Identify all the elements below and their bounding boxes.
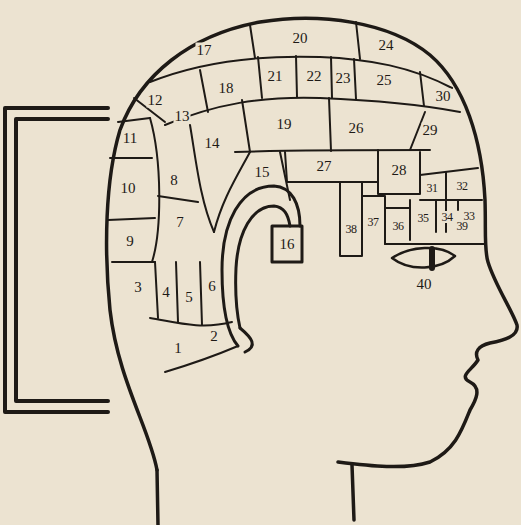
callout-number: 13	[174, 109, 191, 124]
callout-number: 8	[169, 173, 179, 188]
callout-number: 40	[416, 277, 433, 292]
callout-number: 14	[204, 136, 221, 151]
callout-number: 32	[456, 180, 469, 192]
callout-number: 9	[125, 234, 135, 249]
callout-number: 15	[254, 165, 271, 180]
callout-number: 6	[207, 279, 217, 294]
callout-number: 35	[417, 212, 430, 224]
callout-number: 17	[196, 43, 213, 58]
callout-number: 2	[209, 329, 219, 344]
callout-number: 38	[345, 223, 358, 235]
callout-number: 5	[184, 290, 194, 305]
callout-number: 23	[335, 71, 352, 86]
callout-number: 39	[456, 220, 469, 232]
callout-number: 7	[175, 215, 185, 230]
callout-number: 34	[441, 211, 454, 223]
callout-number: 21	[267, 69, 284, 84]
callout-number: 12	[147, 93, 164, 108]
callout-number: 27	[316, 159, 333, 174]
callout-number: 37	[367, 216, 380, 228]
callout-number: 19	[276, 117, 293, 132]
callout-number: 10	[120, 181, 137, 196]
callout-number: 11	[122, 131, 138, 146]
callout-number: 16	[279, 237, 296, 252]
callout-number: 3	[133, 280, 143, 295]
callout-number: 18	[218, 81, 235, 96]
callout-number: 20	[292, 31, 309, 46]
callout-number: 26	[348, 121, 365, 136]
callout-number: 22	[306, 69, 323, 84]
callout-number: 1	[173, 341, 183, 356]
callout-number: 31	[426, 182, 439, 194]
callout-number: 29	[422, 123, 439, 138]
callout-number: 25	[376, 73, 393, 88]
callout-number: 30	[435, 89, 452, 104]
callout-number: 36	[392, 220, 405, 232]
callout-number: 28	[391, 163, 408, 178]
callout-number: 4	[161, 285, 171, 300]
callout-number: 24	[378, 38, 395, 53]
